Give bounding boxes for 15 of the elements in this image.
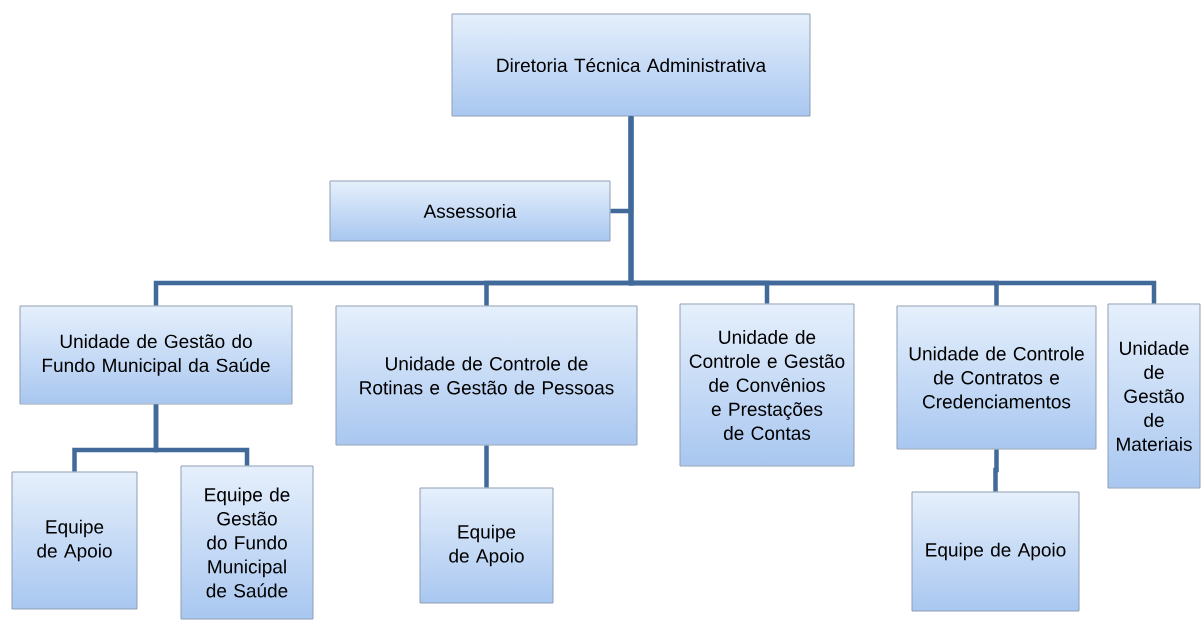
connector-line (628, 116, 1157, 304)
org-box: Equipe de Apoio (419, 487, 554, 604)
org-box: Unidade de Controle de Contratos e Credenciamentos (896, 305, 1097, 450)
org-box: Unidade de Gestão do Fundo Municipal da Saúde (19, 305, 293, 405)
org-box: Assessoria (329, 180, 611, 242)
connector-line (484, 445, 489, 488)
org-box: Equipe de Apoio (911, 491, 1080, 612)
org-box: Unidade de Controle de Rotinas e Gestão de Pessoas (335, 305, 638, 446)
connector-line (153, 404, 250, 466)
org-box: Equipe de Gestão do Fundo Municipal de Saúde (180, 465, 314, 620)
org-box: Unidade de Gestão de Materiais (1107, 303, 1201, 489)
org-box: Diretoria Técnica Administrativa (451, 13, 811, 117)
org-box: Equipe de Apoio (11, 471, 138, 610)
connector-line (993, 449, 999, 492)
org-box: Unidade de Controle e Gestão de Convênios e Prestações de Contas (679, 303, 855, 467)
